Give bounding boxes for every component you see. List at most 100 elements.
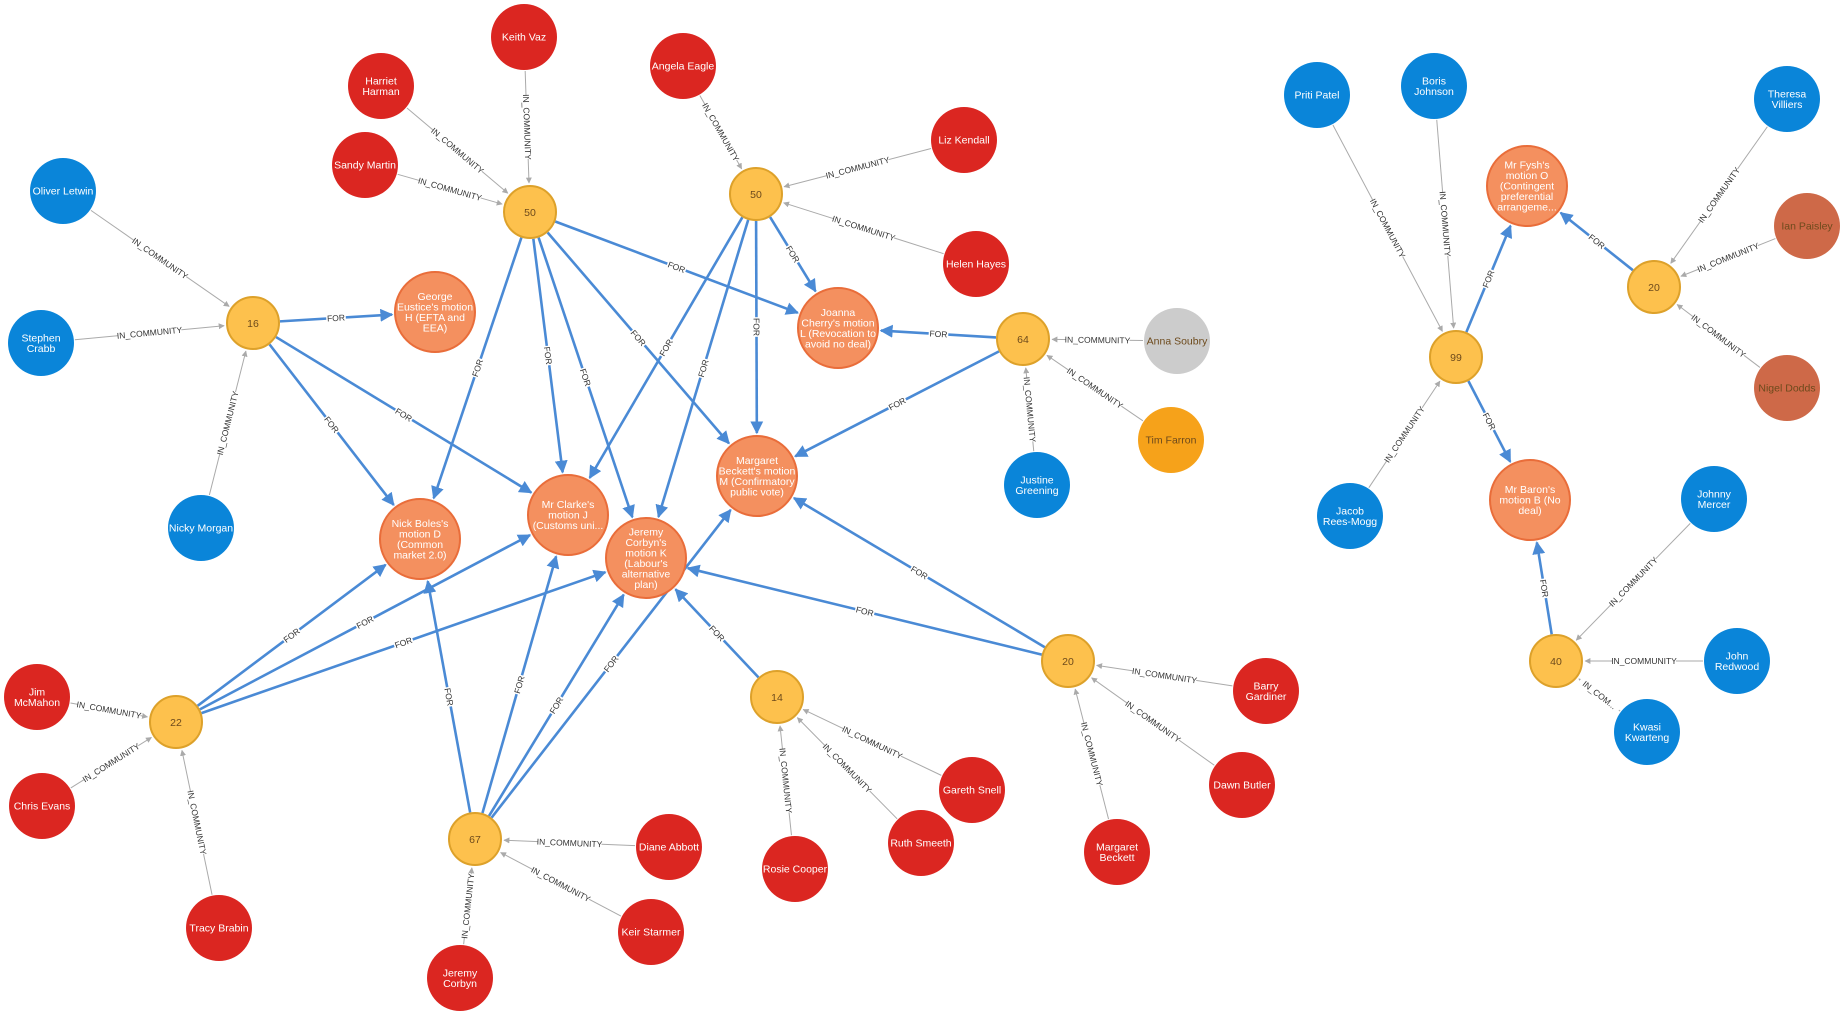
for-edge[interactable]: FOR xyxy=(487,593,625,817)
in-community-edge[interactable]: IN_COMMUNITY xyxy=(90,209,230,307)
community-node[interactable]: 22 xyxy=(149,695,203,749)
in-community-edge[interactable]: IN_COMMUNITY xyxy=(1046,354,1144,422)
for-edge[interactable]: FOR xyxy=(1467,380,1512,463)
in-community-edge[interactable]: IN_COMMUNITY xyxy=(1676,304,1761,368)
person-node[interactable]: Gareth Snell xyxy=(939,757,1005,823)
person-node[interactable]: Angela Eagle xyxy=(650,33,716,99)
for-edge[interactable]: FOR xyxy=(275,335,533,494)
in-community-edge[interactable]: IN_COMMUNITY xyxy=(1022,367,1039,452)
in-community-edge[interactable]: IN_COMMUNITY xyxy=(1073,688,1110,820)
for-edge[interactable]: FOR xyxy=(674,588,760,679)
in-community-edge[interactable]: IN_COMMUNITY xyxy=(1575,522,1691,641)
person-node[interactable]: Anna Soubry xyxy=(1144,308,1210,374)
for-edge[interactable]: FOR xyxy=(1559,211,1634,272)
community-node[interactable]: 16 xyxy=(226,296,280,350)
person-node[interactable]: Tim Farron xyxy=(1138,407,1204,473)
for-edge[interactable]: FOR xyxy=(268,343,395,507)
person-node[interactable]: Tracy Brabin xyxy=(186,895,252,961)
for-edge[interactable]: FOR xyxy=(554,220,799,315)
in-community-edge[interactable]: IN_COMMUNITY xyxy=(1091,677,1215,766)
community-node[interactable]: 50 xyxy=(729,167,783,221)
community-node[interactable]: 64 xyxy=(996,312,1050,366)
community-node[interactable]: 20 xyxy=(1627,260,1681,314)
in-community-edge[interactable]: IN_COMMUNITY xyxy=(397,173,503,206)
in-community-edge[interactable]: IN_COMMUNITY xyxy=(70,736,152,789)
community-node[interactable]: 99 xyxy=(1429,330,1483,384)
in-community-edge[interactable]: IN_COMMUNITY xyxy=(1051,333,1144,346)
for-edge[interactable]: FOR xyxy=(1465,224,1513,333)
in-community-edge[interactable]: IN_COMMUNITY xyxy=(1368,380,1441,488)
person-node[interactable]: Priti Patel xyxy=(1284,62,1350,128)
in-community-edge[interactable]: IN_COMMUNITY xyxy=(699,95,743,170)
for-edge[interactable]: FOR xyxy=(537,237,635,519)
person-node[interactable]: Dawn Butler xyxy=(1209,752,1275,818)
for-edge[interactable]: FOR xyxy=(199,533,532,711)
person-node[interactable]: Ruth Smeeth xyxy=(888,810,954,876)
in-community-edge[interactable]: IN_COMMUNITY xyxy=(521,70,535,184)
person-node[interactable]: Nicky Morgan xyxy=(168,495,234,561)
person-node[interactable]: Liz Kendall xyxy=(931,107,997,173)
community-node[interactable]: 67 xyxy=(448,812,502,866)
for-edge[interactable]: FOR xyxy=(879,324,997,340)
in-community-edge[interactable]: IN_COMMUNITY xyxy=(802,709,942,776)
for-edge[interactable]: FOR xyxy=(655,219,750,519)
person-node[interactable]: Sandy Martin xyxy=(332,132,398,198)
in-community-edge[interactable]: IN_COM... xyxy=(1577,675,1623,714)
for-edge[interactable]: FOR xyxy=(686,564,1043,656)
community-node[interactable]: 50 xyxy=(503,185,557,239)
person-node[interactable]: Ian Paisley xyxy=(1774,193,1840,259)
community-node[interactable]: 14 xyxy=(750,670,804,724)
for-edge[interactable]: FOR xyxy=(279,308,394,324)
person-node[interactable]: Keir Starmer xyxy=(618,899,684,965)
person-node[interactable]: Rosie Cooper xyxy=(762,836,828,902)
in-community-edge[interactable]: IN_COMMUNITY xyxy=(1584,655,1703,666)
in-community-edge[interactable]: IN_COMMUNITY xyxy=(777,725,796,836)
in-community-edge[interactable]: IN_COMMUNITY xyxy=(70,698,149,721)
person-node[interactable]: Keith Vaz xyxy=(491,4,557,70)
for-edge[interactable]: FOR xyxy=(1532,541,1553,635)
for-edge[interactable]: FOR xyxy=(588,216,744,480)
in-community-edge[interactable]: IN_COMMUNITY xyxy=(1332,124,1443,332)
in-community-edge[interactable]: IN_COMMUNITY xyxy=(1680,238,1776,278)
person-node[interactable]: Diane Abbott xyxy=(636,814,702,880)
person-node[interactable]: Oliver Letwin xyxy=(30,158,96,224)
for-edge[interactable]: FOR xyxy=(546,231,730,445)
for-edge[interactable]: FOR xyxy=(532,238,568,474)
for-edge[interactable]: FOR xyxy=(750,220,764,435)
in-community-edge[interactable]: IN_COMMUNITY xyxy=(1096,663,1233,687)
in-community-edge[interactable]: IN_COMMUNITY xyxy=(208,350,248,496)
in-community-edge[interactable]: IN_COMMUNITY xyxy=(783,148,932,189)
in-community-edge[interactable]: IN_COMMUNITY xyxy=(74,323,225,341)
for-edge[interactable]: FOR xyxy=(196,563,387,707)
for-edge[interactable]: FOR xyxy=(481,555,560,814)
community-node[interactable]: 40 xyxy=(1529,634,1583,688)
in-community-edge[interactable]: IN_COMMUNITY xyxy=(180,749,213,895)
in-community-edge[interactable]: IN_COMMUNITY xyxy=(503,835,636,850)
person-node[interactable]: Chris Evans xyxy=(9,773,75,839)
in-community-edge[interactable]: IN_COMMUNITY xyxy=(500,852,622,917)
person-node[interactable]: Nigel Dodds xyxy=(1754,355,1820,421)
in-community-edge[interactable]: IN_COMMUNITY xyxy=(458,867,476,945)
in-community-edge[interactable]: IN_COMMUNITY xyxy=(783,201,944,255)
